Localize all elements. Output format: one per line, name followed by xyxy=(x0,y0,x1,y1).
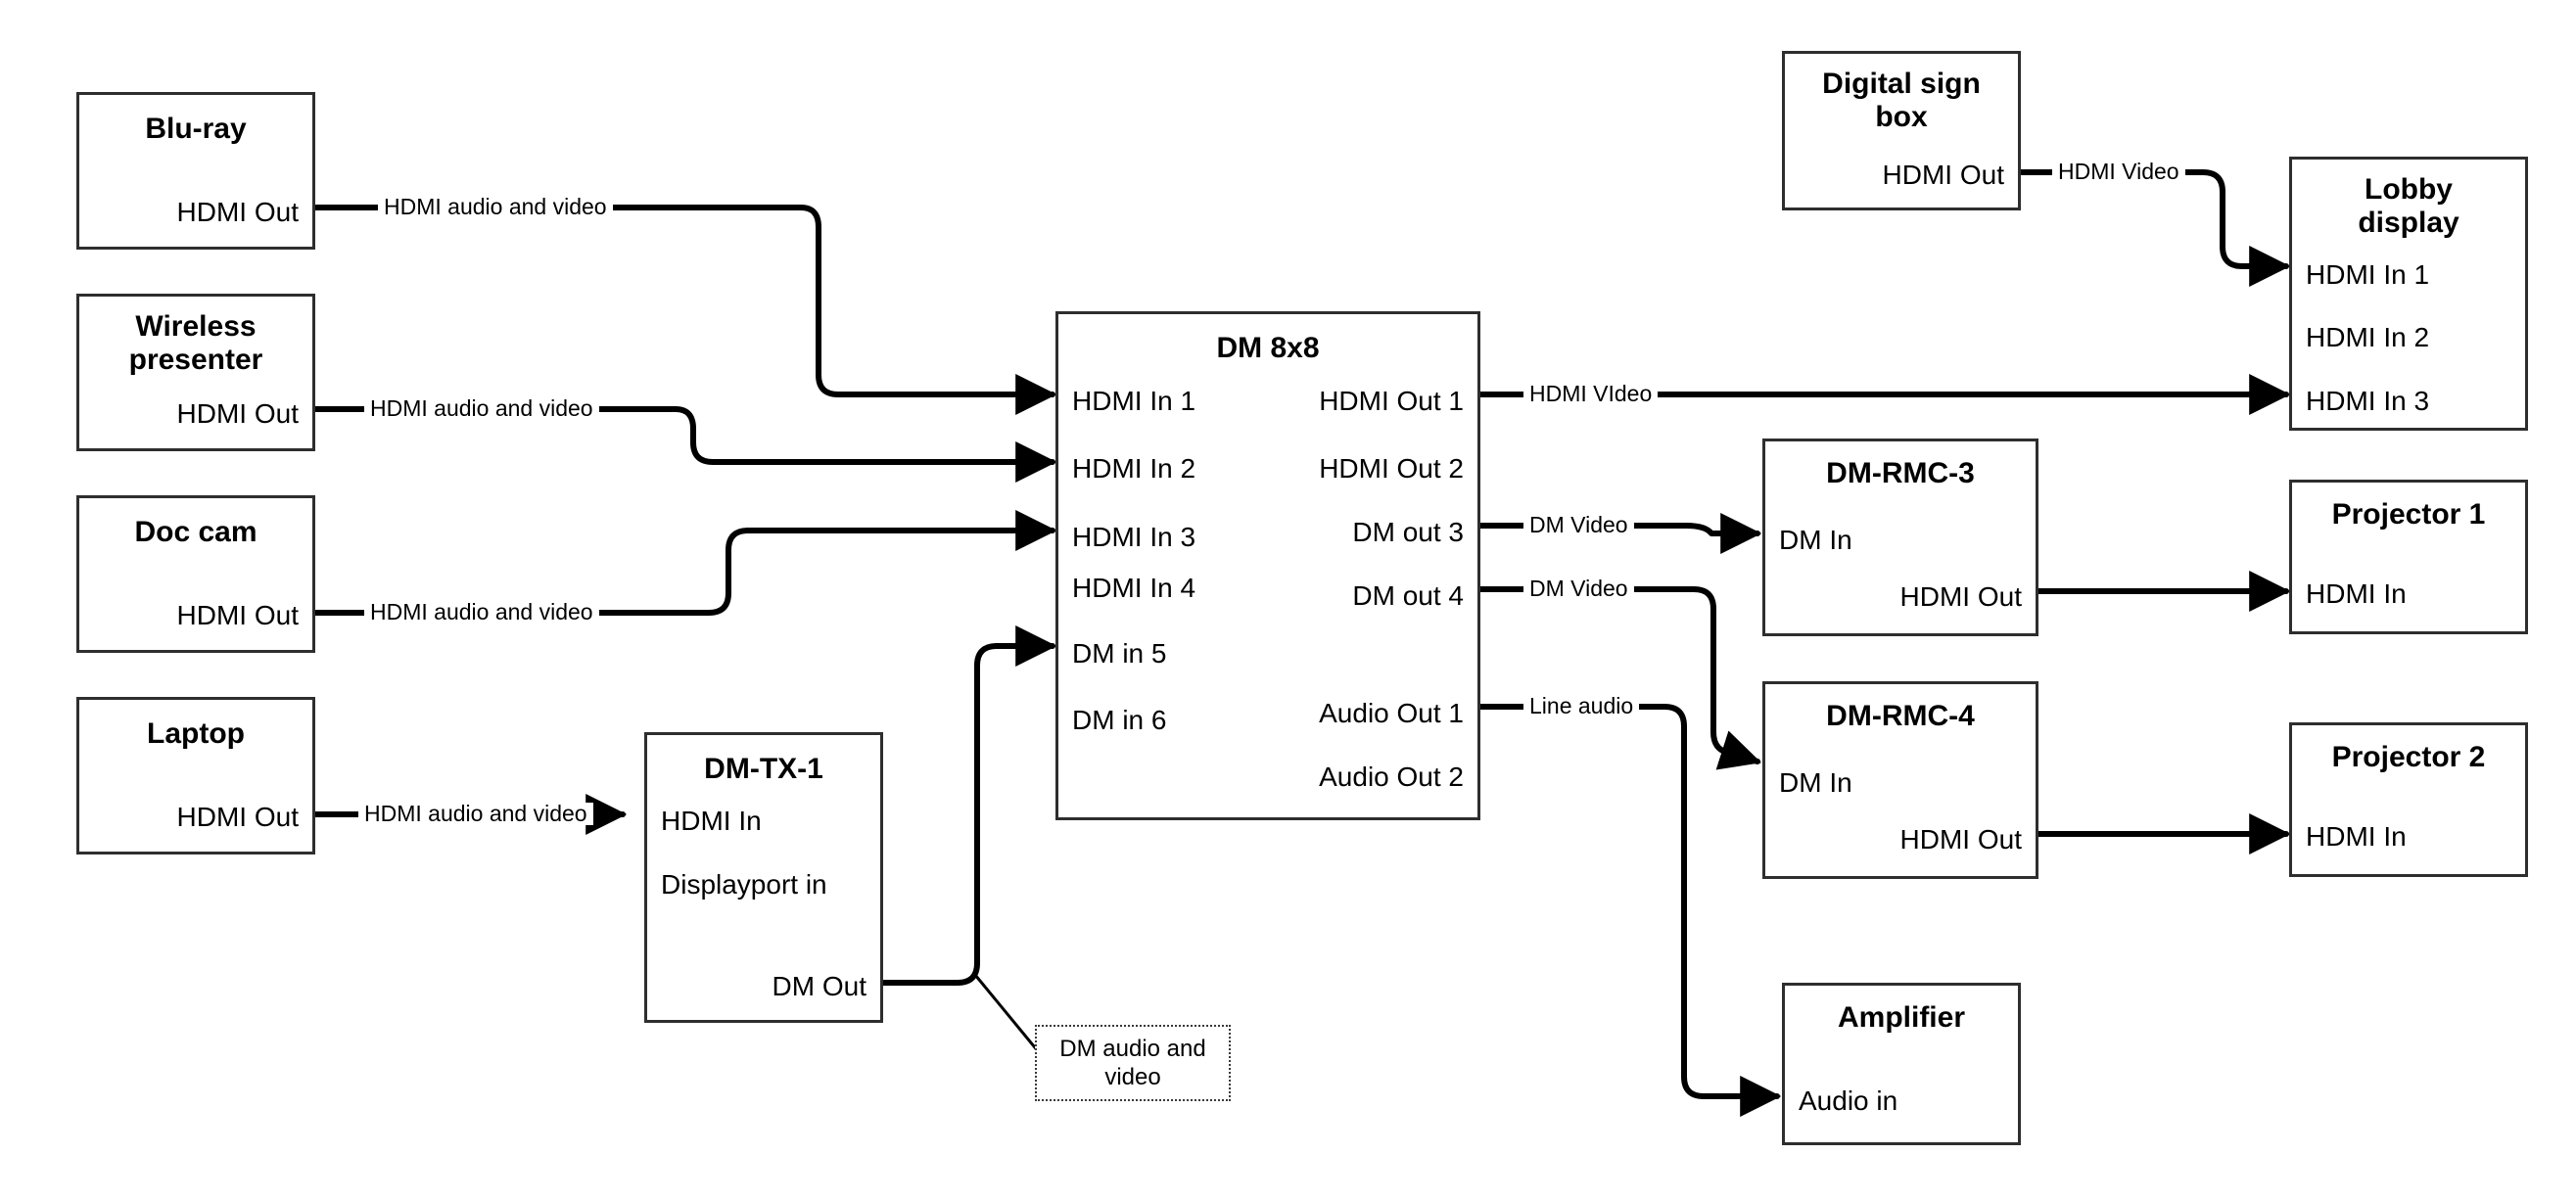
node-dm-rmc-4-port-dm-in: DM In xyxy=(1779,767,1852,798)
wire-sign-to-lobby-hdmi-in-1 xyxy=(2016,169,2291,287)
wire-label-audio-out-1-to-amplifier: Line audio xyxy=(1523,695,1640,717)
wire-label-dm-out-3-to-dmrmc3: DM Video xyxy=(1523,514,1634,536)
wire-wireless-to-hdmi-in-2 xyxy=(312,406,1057,483)
node-laptop-title: Laptop xyxy=(147,717,245,750)
wire-dmtx1-to-dm-in-5 xyxy=(880,625,1057,986)
node-laptop-port-hdmi-out: HDMI Out xyxy=(176,802,299,832)
node-dm-8x8-output-1: HDMI Out 1 xyxy=(1319,386,1464,416)
node-dm-8x8-input-2: HDMI In 2 xyxy=(1072,453,1196,484)
node-lobby-display-input-2: HDMI In 2 xyxy=(2306,322,2430,352)
wire-bluray-to-hdmi-in-1 xyxy=(312,205,1057,415)
node-doc-cam-port-hdmi-out: HDMI Out xyxy=(176,600,299,630)
node-projector-2-port-hdmi-in: HDMI In xyxy=(2306,821,2407,852)
node-dm-8x8-input-6: DM in 6 xyxy=(1072,705,1167,735)
node-projector-1[interactable]: Projector 1 HDMI In xyxy=(2289,480,2528,634)
node-laptop[interactable]: Laptop HDMI Out xyxy=(76,697,315,855)
node-dm-tx-1-port-dm-out: DM Out xyxy=(772,971,866,1001)
node-dm-tx-1-title: DM-TX-1 xyxy=(704,753,823,785)
node-dm-rmc-4-title: DM-RMC-4 xyxy=(1826,700,1975,732)
node-bluray-port-hdmi-out: HDMI Out xyxy=(176,197,299,227)
node-projector-1-title: Projector 1 xyxy=(2331,498,2486,531)
node-digital-sign-box-port-hdmi-out: HDMI Out xyxy=(1882,160,2004,190)
node-digital-sign-box[interactable]: Digital sign box HDMI Out xyxy=(1782,51,2021,210)
node-dm-rmc-4-port-hdmi-out: HDMI Out xyxy=(1899,824,2022,855)
node-bluray-title: Blu-ray xyxy=(145,113,247,145)
node-dm-8x8-input-4: HDMI In 4 xyxy=(1072,573,1196,603)
wire-doccam-to-hdmi-in-3 xyxy=(312,510,1057,616)
node-wireless-presenter[interactable]: Wireless presenter HDMI Out xyxy=(76,294,315,451)
wire-label-dm-out-4-to-dmrmc4: DM Video xyxy=(1523,577,1634,600)
wire-label-hdmi-out-1-to-lobby: HDMI VIdeo xyxy=(1523,383,1659,405)
node-doc-cam[interactable]: Doc cam HDMI Out xyxy=(76,495,315,653)
node-lobby-display-input-3: HDMI In 3 xyxy=(2306,386,2430,416)
wire-label-bluray-to-hdmi-in-1: HDMI audio and video xyxy=(378,196,613,218)
node-dm-tx-1-port-displayport-in: Displayport in xyxy=(661,869,827,900)
node-lobby-display[interactable]: Lobby display HDMI In 1 HDMI In 2 HDMI I… xyxy=(2289,157,2528,431)
node-dm-tx-1-port-hdmi-in: HDMI In xyxy=(661,806,762,836)
node-amplifier-title: Amplifier xyxy=(1837,1001,1966,1034)
wire-label-wireless-to-hdmi-in-2: HDMI audio and video xyxy=(364,397,599,420)
node-dm-rmc-3-port-dm-in: DM In xyxy=(1779,525,1852,555)
node-dm-rmc-3-port-hdmi-out: HDMI Out xyxy=(1899,581,2022,612)
note-dm-audio-and-video: DM audio and video xyxy=(1035,1025,1231,1101)
wire-dm-out-4-to-dmrmc4 xyxy=(1477,586,1762,770)
wire-label-sign-to-lobby-hdmi-in-1: HDMI Video xyxy=(2052,161,2185,183)
node-doc-cam-title: Doc cam xyxy=(134,516,258,548)
node-dm-rmc-4[interactable]: DM-RMC-4 DM In HDMI Out xyxy=(1762,681,2038,879)
node-dm-8x8-input-5: DM in 5 xyxy=(1072,638,1167,669)
node-dm-rmc-3-title: DM-RMC-3 xyxy=(1826,457,1975,489)
node-digital-sign-box-title: Digital sign box xyxy=(1822,68,1981,133)
node-dm-8x8-output-5: Audio Out 1 xyxy=(1319,698,1464,728)
node-projector-2-title: Projector 2 xyxy=(2331,741,2486,773)
node-projector-2[interactable]: Projector 2 HDMI In xyxy=(2289,722,2528,877)
wire-audio-out-1-to-amplifier xyxy=(1477,704,1782,1117)
wire-dm-out-3-to-dmrmc3 xyxy=(1477,513,1762,554)
node-lobby-display-input-1: HDMI In 1 xyxy=(2306,259,2430,290)
wire-label-laptop-to-dmtx1: HDMI audio and video xyxy=(358,803,593,825)
node-amplifier-port-audio-in: Audio in xyxy=(1799,1086,1898,1116)
node-lobby-display-title: Lobby display xyxy=(2358,173,2459,239)
node-dm-8x8-input-3: HDMI In 3 xyxy=(1072,522,1196,552)
node-dm-8x8-output-4: DM out 4 xyxy=(1352,580,1464,611)
node-dm-8x8[interactable]: DM 8x8 HDMI In 1 HDMI In 2 HDMI In 3 HDM… xyxy=(1055,311,1480,820)
node-bluray[interactable]: Blu-ray HDMI Out xyxy=(76,92,315,250)
node-dm-rmc-3[interactable]: DM-RMC-3 DM In HDMI Out xyxy=(1762,439,2038,636)
wire-label-doccam-to-hdmi-in-3: HDMI audio and video xyxy=(364,601,599,624)
node-dm-8x8-title: DM 8x8 xyxy=(1216,332,1320,364)
node-dm-8x8-input-1: HDMI In 1 xyxy=(1072,386,1196,416)
node-dm-8x8-output-3: DM out 3 xyxy=(1352,517,1464,547)
node-wireless-presenter-title: Wireless presenter xyxy=(128,310,263,376)
node-dm-8x8-output-6: Audio Out 2 xyxy=(1319,762,1464,792)
node-projector-1-port-hdmi-in: HDMI In xyxy=(2306,578,2407,609)
node-amplifier[interactable]: Amplifier Audio in xyxy=(1782,983,2021,1145)
node-wireless-presenter-port-hdmi-out: HDMI Out xyxy=(176,398,299,429)
node-dm-tx-1[interactable]: DM-TX-1 HDMI In Displayport in DM Out xyxy=(644,732,883,1023)
node-dm-8x8-output-2: HDMI Out 2 xyxy=(1319,453,1464,484)
